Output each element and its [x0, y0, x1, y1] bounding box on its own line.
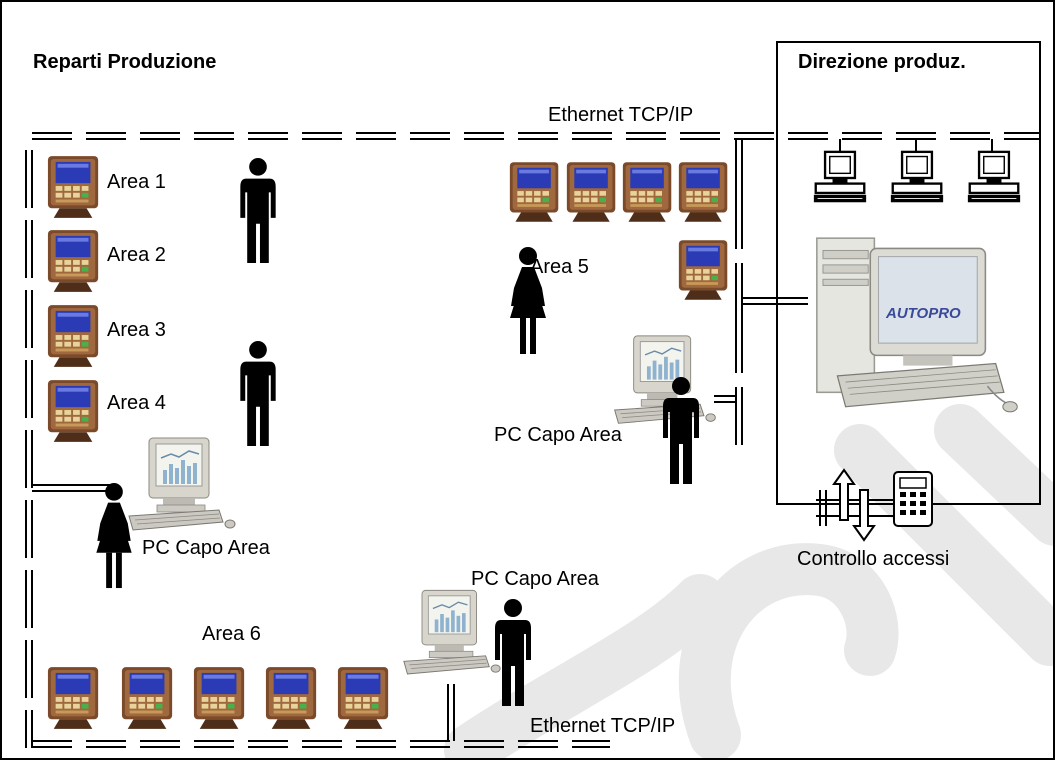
- terminal-area5: [678, 162, 728, 222]
- person-icon: [240, 157, 276, 264]
- workstation-icon: [889, 150, 945, 204]
- pc-left-link: [32, 484, 118, 492]
- terminal-area6: [265, 667, 317, 729]
- production-management-title: Direzione produz.: [798, 51, 966, 73]
- turnstile-icon: [832, 468, 876, 542]
- terminal-area6: [193, 667, 245, 729]
- terminal-area3: [47, 305, 99, 367]
- pc-capo-area-left-label: PC Capo Area: [142, 537, 270, 559]
- person-icon: [240, 340, 276, 447]
- workstation-icon: [812, 150, 868, 204]
- area1-label: Area 1: [107, 171, 166, 193]
- terminal-area6: [121, 667, 173, 729]
- pc-capo-area-left: [128, 437, 236, 531]
- terminal-area5: [622, 162, 672, 222]
- pc-capo-area-bottom-label: PC Capo Area: [471, 568, 599, 590]
- autopro-server-icon: [816, 237, 1019, 413]
- terminal-area2: [47, 230, 99, 292]
- ethernet-left-backbone: [25, 150, 33, 748]
- server-link: [742, 297, 808, 305]
- access-control-label: Controllo accessi: [797, 548, 950, 570]
- pc-capo-area-right-label: PC Capo Area: [494, 424, 622, 446]
- person-icon: [96, 482, 132, 589]
- area4-label: Area 4: [107, 392, 166, 414]
- area5-label: Area 5: [530, 256, 589, 278]
- pc-bottom-link: [447, 684, 455, 741]
- terminal-area6: [337, 667, 389, 729]
- production-departments-title: Reparti Produzione: [33, 51, 217, 73]
- terminal-area5: [678, 240, 728, 300]
- pc-capo-area-bottom: [403, 589, 501, 675]
- area2-label: Area 2: [107, 244, 166, 266]
- terminal-area5: [509, 162, 559, 222]
- ethernet-bottom-backbone: [32, 740, 610, 748]
- area3-label: Area 3: [107, 319, 166, 341]
- terminal-area1: [47, 156, 99, 218]
- ethernet-top-backbone: [32, 132, 1040, 140]
- terminal-area5: [566, 162, 616, 222]
- access-control-link: [816, 490, 900, 526]
- ethernet-right-backbone: [735, 139, 743, 445]
- workstation-icon: [966, 150, 1022, 204]
- watermark-shape: [444, 404, 1055, 760]
- badge-reader-icon: [893, 471, 933, 527]
- pc-area5-link: [714, 395, 736, 403]
- area6-label: Area 6: [202, 623, 261, 645]
- autopro-brand-label: AUTOPRO: [885, 305, 961, 322]
- ethernet-top-label: Ethernet TCP/IP: [548, 104, 694, 126]
- ethernet-bottom-label: Ethernet TCP/IP: [530, 715, 676, 737]
- terminal-area4: [47, 380, 99, 442]
- terminal-area6: [47, 667, 99, 729]
